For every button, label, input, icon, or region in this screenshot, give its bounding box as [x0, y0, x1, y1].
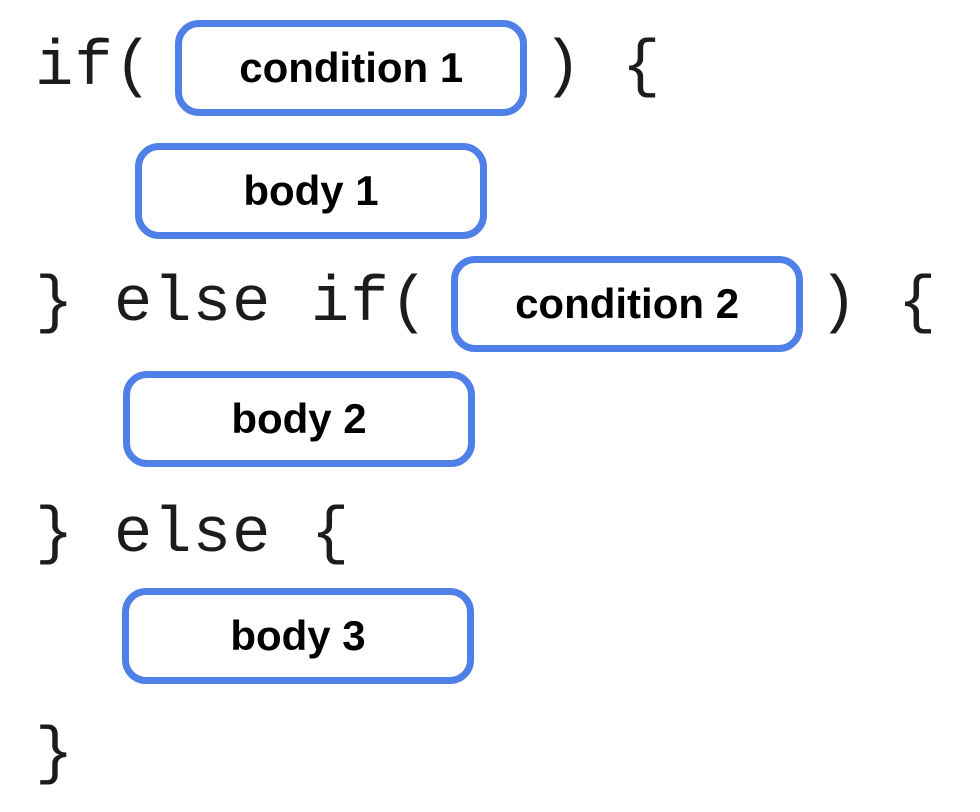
- condition-1-pill: condition 1: [175, 20, 528, 116]
- body-1-pill: body 1: [135, 143, 487, 239]
- code-line-else-if: } else if( condition 2 ) {: [35, 256, 937, 352]
- code-text-else-if-close: ) {: [819, 268, 938, 340]
- code-text-closing-brace: }: [35, 719, 75, 791]
- body-2-line: body 2: [123, 371, 475, 467]
- body-2-pill: body 2: [123, 371, 475, 467]
- code-line-if: if( condition 1 ) {: [35, 20, 661, 116]
- code-line-else: } else {: [35, 487, 350, 583]
- condition-1-label: condition 1: [239, 44, 464, 91]
- condition-2-label: condition 2: [515, 280, 740, 327]
- body-3-label: body 3: [230, 612, 366, 659]
- code-text-else: } else {: [35, 499, 351, 571]
- condition-2-pill: condition 2: [451, 256, 804, 352]
- body-1-line: body 1: [135, 143, 487, 239]
- code-text-if-open: if(: [35, 32, 154, 104]
- code-text-else-if-open: } else if(: [35, 268, 430, 340]
- body-3-pill: body 3: [122, 588, 474, 684]
- body-1-label: body 1: [243, 167, 379, 214]
- body-2-label: body 2: [231, 395, 367, 442]
- code-text-if-close: ) {: [543, 32, 662, 104]
- code-line-closing-brace: }: [35, 707, 74, 803]
- body-3-line: body 3: [122, 588, 474, 684]
